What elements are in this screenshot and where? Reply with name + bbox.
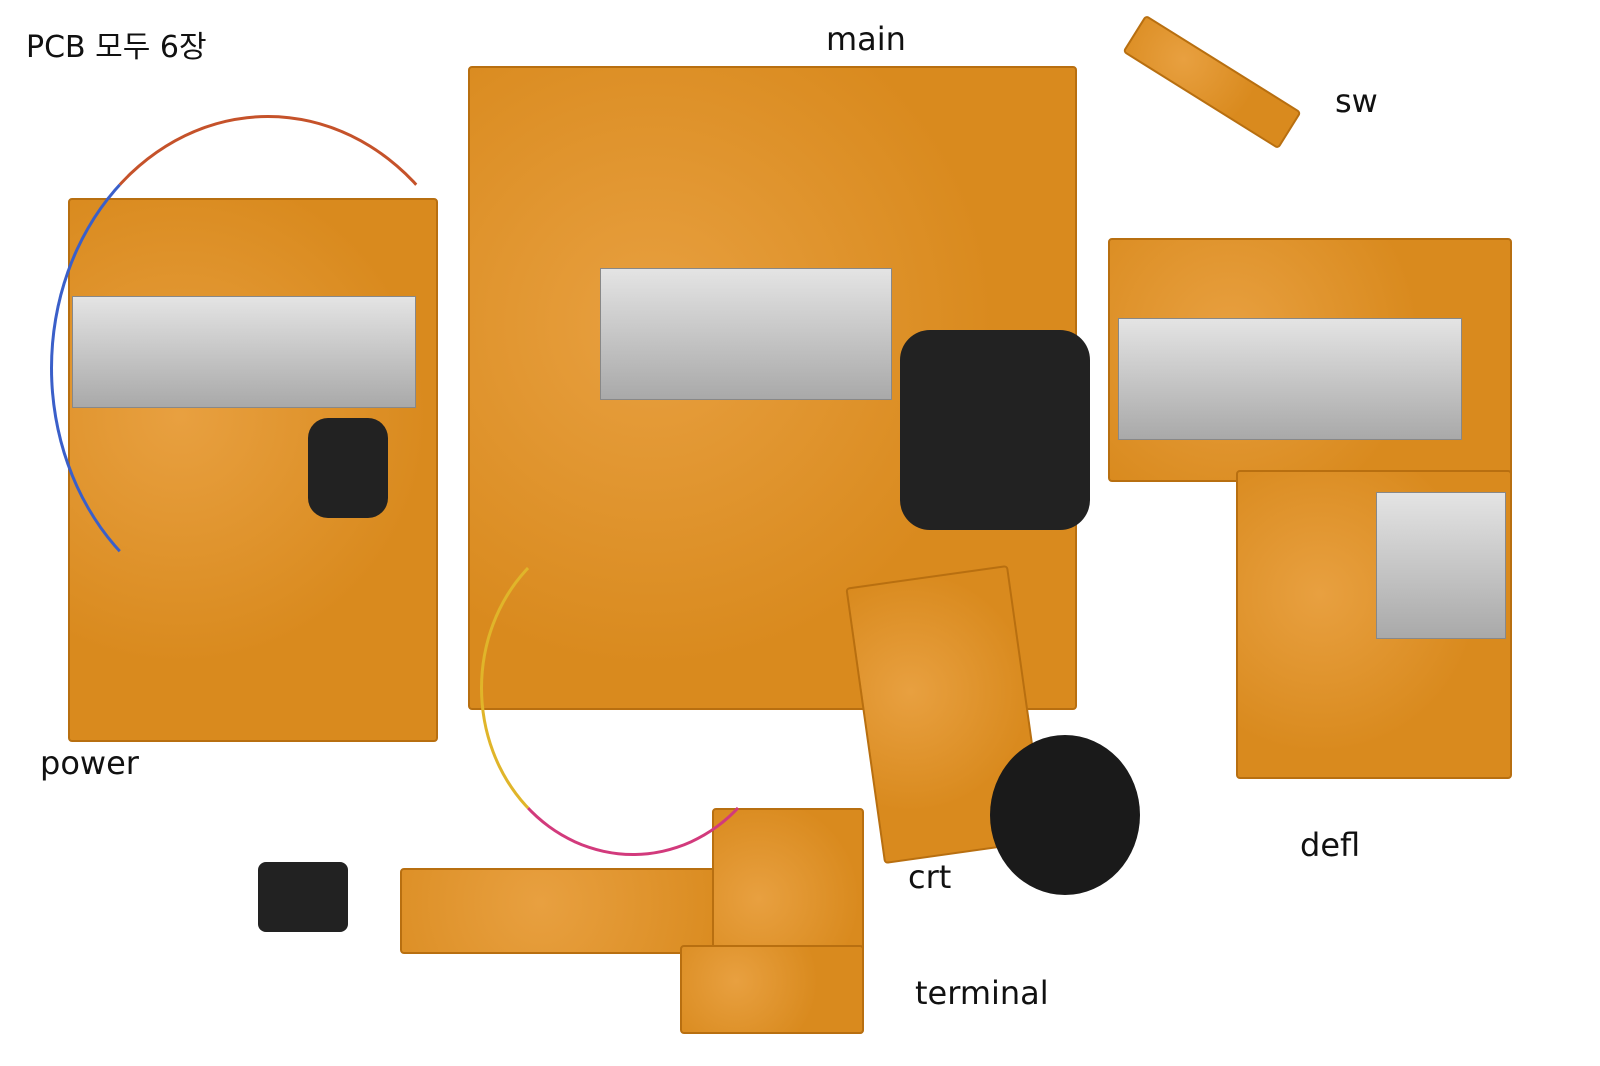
label-terminal: terminal [915,974,1049,1012]
wire-harness [50,115,486,621]
label-sw: sw [1335,82,1378,120]
defl-transformer [1376,492,1506,639]
label-crt: crt [908,858,952,896]
main-shield [600,268,892,400]
flyback-transformer [900,330,1090,530]
label-main: main [826,20,906,58]
sw-board [1122,14,1302,150]
power-inlet [258,862,348,932]
photo-title: PCB 모두 6장 [26,30,207,65]
terminal-board-lower [680,945,864,1034]
defl-heatsink [1118,318,1462,440]
label-defl: defl [1300,826,1361,864]
wire-harness [480,520,786,856]
crt-anode-cap [990,735,1140,895]
label-power: power [40,744,139,782]
